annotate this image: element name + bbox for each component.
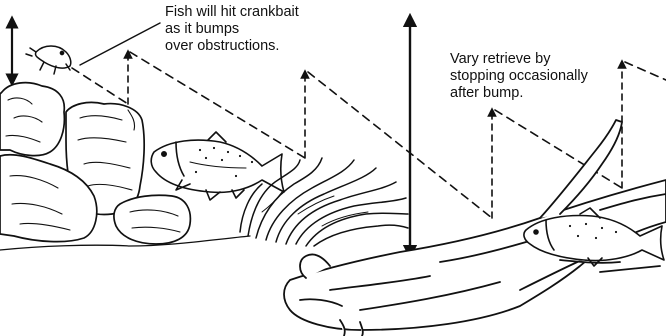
caption-line: stopping occasionally (450, 68, 588, 85)
retrieve-caption: Vary retrieve by stopping occasionally a… (450, 51, 588, 102)
caption-leader-line (80, 23, 160, 65)
fish-icon (151, 132, 284, 200)
crankbait-caption: Fish will hit crankbait as it bumps over… (165, 4, 299, 55)
caption-line: Fish will hit crankbait (165, 4, 299, 21)
caption-line: after bump. (450, 85, 588, 102)
caption-line: over obstructions. (165, 38, 299, 55)
caption-line: as it bumps (165, 21, 299, 38)
caption-line: Vary retrieve by (450, 51, 588, 68)
crankbait-lure-icon (26, 46, 71, 74)
